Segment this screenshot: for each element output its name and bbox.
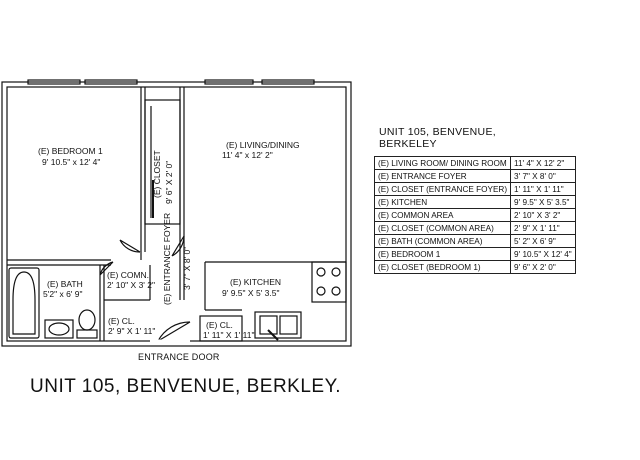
table-row: (E) BATH (COMMON AREA)5' 2" X 6' 9" — [373, 234, 576, 248]
window — [27, 79, 81, 85]
toilet-tank — [76, 329, 98, 339]
room-name-cell: (E) CLOSET (ENTRANCE FOYER) — [373, 182, 512, 196]
window — [261, 79, 315, 85]
sink-faucet — [267, 329, 279, 341]
closet-common-name: (E) CL. — [108, 316, 135, 326]
room-name-cell: (E) COMMON AREA — [373, 208, 512, 222]
table-row: (E) CLOSET (ENTRANCE FOYER)1' 11" X 1' 1… — [373, 182, 576, 196]
toilet-bowl — [78, 309, 96, 331]
sink-basin — [279, 315, 298, 335]
door-swing — [99, 261, 114, 276]
outer-wall — [1, 81, 352, 347]
stove-burner — [316, 267, 326, 277]
kitchen-size: 9' 9.5" X 5' 3.5" — [222, 288, 279, 298]
common-name: (E) COMN. — [107, 270, 149, 280]
kitchen-sink — [254, 311, 302, 339]
bedroom-name: (E) BEDROOM 1 — [38, 146, 103, 156]
room-name-cell: (E) BEDROOM 1 — [373, 247, 512, 261]
room-schedule: UNIT 105, BENVENUE, BERKELEY (E) LIVING … — [373, 126, 576, 274]
closet-bedroom-size: 9' 6" X 2' 0" — [164, 161, 174, 204]
room-dimension-cell: 5' 2" X 6' 9" — [510, 234, 576, 248]
sink-basin — [259, 315, 278, 335]
room-dimension-cell: 1' 11" X 1' 11" — [510, 182, 576, 196]
closet-entrance-size: 1' 11" X 1' 11" — [203, 330, 255, 340]
foyer-size: 3' 7" X 8' 0" — [182, 247, 192, 290]
room-name-cell: (E) LIVING ROOM/ DINING ROOM — [373, 156, 512, 170]
closet-bedroom-outline — [144, 99, 181, 225]
common-size: 2' 10" X 3' 2" — [107, 280, 155, 290]
room-name-cell: (E) CLOSET (BEDROOM 1) — [373, 260, 512, 274]
page-caption: UNIT 105, BENVENUE, BERKLEY. — [30, 376, 342, 397]
window — [204, 79, 254, 85]
stove-burner — [316, 286, 326, 296]
closet-bedroom-name: (E) CLOSET — [152, 150, 162, 198]
room-dimension-cell: 9' 10.5" X 12' 4" — [510, 247, 576, 261]
closet-common-size: 2' 9" X 1' 11" — [108, 326, 155, 336]
entrance-door-label: ENTRANCE DOOR — [138, 352, 220, 362]
kitchen-name: (E) KITCHEN — [230, 277, 281, 287]
kitchen-counter — [311, 261, 347, 303]
room-dimension-cell: 2' 9" X 1' 11" — [510, 221, 576, 235]
room-dimension-cell: 2' 10" X 3' 2" — [510, 208, 576, 222]
table-row: (E) CLOSET (BEDROOM 1)9' 6" X 2' 0" — [373, 260, 576, 274]
table-row: (E) CLOSET (COMMON AREA)2' 9" X 1' 11" — [373, 221, 576, 235]
closet-entrance-name: (E) CL. — [206, 320, 233, 330]
bathtub — [8, 267, 40, 339]
stove-burner — [331, 267, 341, 277]
bath-name: (E) BATH — [47, 279, 83, 289]
bath-size: 5'2" x 6' 9" — [43, 289, 83, 299]
room-name-cell: (E) ENTRANCE FOYER — [373, 169, 512, 183]
stove-burner — [331, 286, 341, 296]
room-dimension-cell: 3' 7" X 8' 0" — [510, 169, 576, 183]
closet-entrance-outline — [199, 315, 243, 342]
living-size: 11' 4" x 12' 2" — [222, 150, 273, 160]
room-dimension-cell: 9' 6" X 2' 0" — [510, 260, 576, 274]
entrance-door-swing — [157, 321, 191, 342]
room-name-cell: (E) CLOSET (COMMON AREA) — [373, 221, 512, 235]
schedule-title: UNIT 105, BENVENUE, BERKELEY — [379, 126, 496, 150]
room-name-cell: (E) KITCHEN — [373, 195, 512, 209]
foyer-name: (E) ENTRANCE FOYER — [162, 213, 172, 305]
bathtub-inner — [12, 271, 36, 335]
bedroom-size: 9' 10.5" x 12' 4" — [42, 157, 100, 167]
room-dimension-cell: 11' 4" X 12' 2" — [510, 156, 576, 170]
outer-wall-inner — [6, 86, 347, 342]
room-name-cell: (E) BATH (COMMON AREA) — [373, 234, 512, 248]
sink — [44, 319, 74, 339]
sink-bowl — [48, 322, 70, 336]
door-swing — [171, 235, 185, 257]
door-swing — [119, 239, 141, 253]
room-dimension-cell: 9' 9.5" X 5' 3.5" — [510, 195, 576, 209]
window — [84, 79, 138, 85]
living-name: (E) LIVING/DINING — [226, 140, 300, 150]
